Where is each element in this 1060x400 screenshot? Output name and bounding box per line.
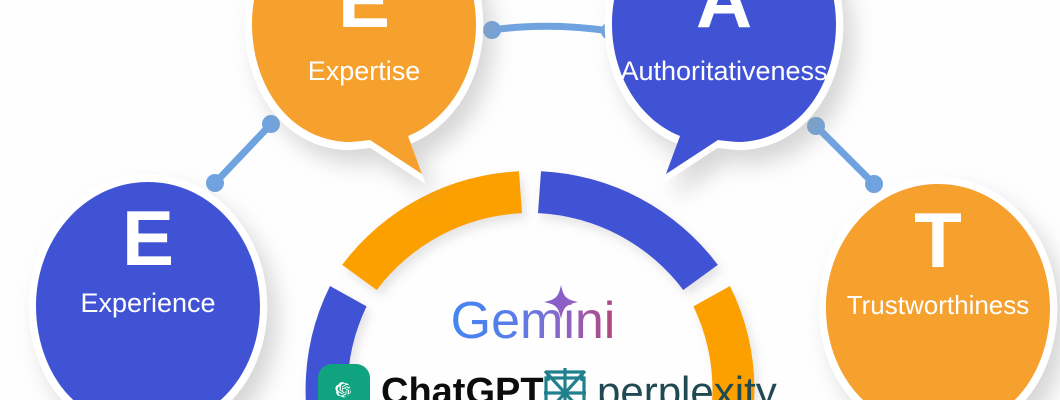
- bubble-experience-label: Experience: [80, 288, 215, 318]
- bubble-experience-letter: E: [122, 194, 174, 282]
- bubble-authoritativeness-letter: A: [696, 0, 752, 44]
- chatgpt-tile: [318, 364, 370, 400]
- connector-experience-expertise: [206, 115, 280, 192]
- ring-segment-bottom-right: [693, 286, 755, 400]
- ring-segment-top-left: [342, 171, 522, 291]
- bubble-expertise-label: Expertise: [308, 56, 421, 86]
- brand-chatgpt[interactable]: ChatGPT: [318, 364, 544, 400]
- ring-segment-top-right: [538, 171, 718, 291]
- bubble-trustworthiness[interactable]: T Trustworthiness: [818, 176, 1058, 400]
- brand-gemini-label: Gemini: [451, 292, 616, 350]
- connector-authoritativeness-trustworthiness: [807, 117, 883, 193]
- ring-group: [305, 171, 755, 400]
- sparkle-icon: [544, 285, 578, 319]
- brand-chatgpt-label: ChatGPT: [381, 371, 544, 400]
- perplexity-asterisk-icon: [543, 368, 587, 400]
- bubble-trustworthiness-letter: T: [914, 196, 962, 284]
- connector-expertise-authoritativeness: [483, 21, 619, 40]
- bubble-experience[interactable]: E Experience: [28, 174, 268, 400]
- bubble-trustworthiness-label: Trustworthiness: [847, 290, 1030, 320]
- brand-perplexity[interactable]: perplexity: [543, 368, 777, 400]
- openai-knot-icon: [335, 382, 351, 398]
- brand-gemini[interactable]: Gemini: [451, 285, 616, 350]
- bubble-authoritativeness[interactable]: A Authoritativeness: [604, 0, 844, 185]
- bubble-expertise-letter: E: [338, 0, 390, 44]
- brand-perplexity-label: perplexity: [597, 368, 777, 400]
- bubble-authoritativeness-label: Authoritativeness: [620, 56, 827, 86]
- bubble-expertise[interactable]: E Expertise: [244, 0, 484, 185]
